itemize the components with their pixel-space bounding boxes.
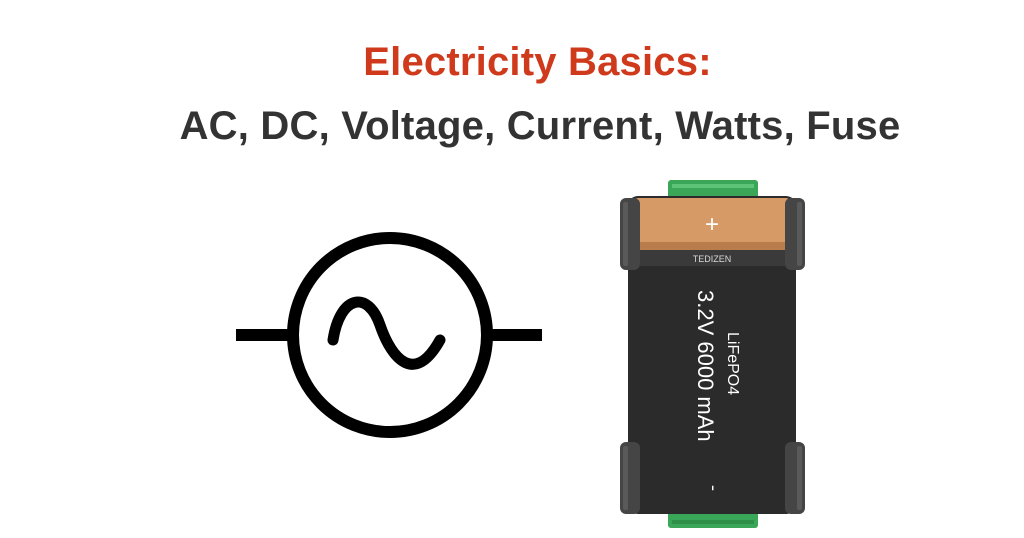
battery-clip-highlight-br	[797, 446, 802, 510]
battery-rating: 3.2V 6000 mAh	[693, 290, 718, 442]
battery-icon: TEDIZEN + 3.2V 6000 mAh LiFePO4 -	[620, 180, 805, 528]
battery-top-terminal-ridge	[672, 184, 754, 188]
battery-clip-highlight-tr	[797, 202, 802, 266]
ac-sine-wave	[327, 296, 446, 370]
page-subtitle: AC, DC, Voltage, Current, Watts, Fuse	[179, 104, 901, 148]
ac-source-icon	[236, 232, 542, 438]
page-title: Electricity Basics:	[363, 40, 712, 84]
battery-chemistry: LiFePO4	[724, 332, 741, 395]
battery-clip-highlight-tl	[623, 202, 628, 266]
battery-negative-label: -	[704, 485, 724, 491]
battery-clip-highlight-bl	[623, 446, 628, 510]
battery-body	[628, 196, 796, 514]
battery-brand-strip	[640, 250, 785, 266]
battery-bottom-terminal-ridge	[672, 520, 754, 524]
battery-brand: TEDIZEN	[693, 254, 732, 264]
battery-cap	[634, 198, 790, 250]
battery-cap-shadow	[634, 242, 790, 250]
ac-circle	[287, 232, 493, 438]
battery-positive-label: +	[705, 211, 719, 238]
